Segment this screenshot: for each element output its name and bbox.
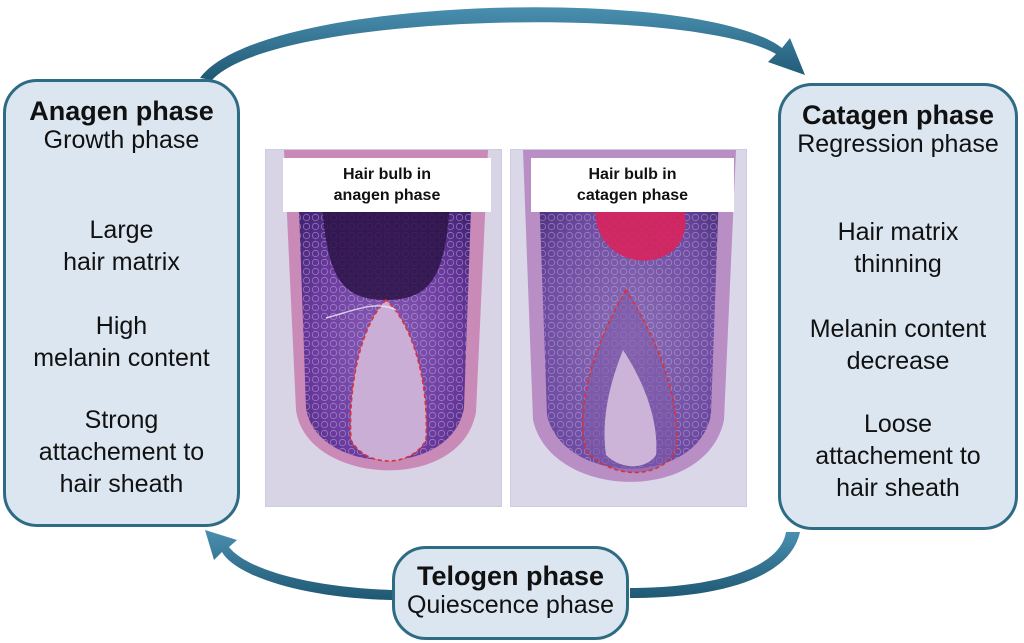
anagen-image-label: Hair bulb in anagen phase: [283, 158, 491, 212]
anagen-hair-bulb-image: Hair bulb in anagen phase: [265, 149, 502, 507]
catagen-papilla-outline: [582, 288, 678, 474]
anagen-subtitle: Growth phase: [43, 126, 200, 154]
telogen-phase-box: Telogen phase Quiescence phase: [392, 546, 629, 640]
arrow-telogen-to-anagen: [205, 530, 392, 600]
arrow-catagen-to-telogen: [630, 532, 800, 598]
catagen-hair-bulb-image: Hair bulb in catagen phase: [510, 149, 747, 507]
catagen-image-label: Hair bulb in catagen phase: [531, 158, 734, 212]
anagen-title: Anagen phase: [29, 96, 214, 126]
arrow-anagen-to-catagen: [200, 7, 805, 80]
telogen-title: Telogen phase: [416, 561, 605, 591]
telogen-subtitle: Quiescence phase: [406, 591, 615, 619]
catagen-phase-box: Catagen phase Regression phase Hair matr…: [778, 83, 1018, 530]
anagen-papilla-outline: [349, 298, 428, 462]
catagen-subtitle: Regression phase: [797, 130, 999, 158]
catagen-title: Catagen phase: [801, 100, 995, 130]
